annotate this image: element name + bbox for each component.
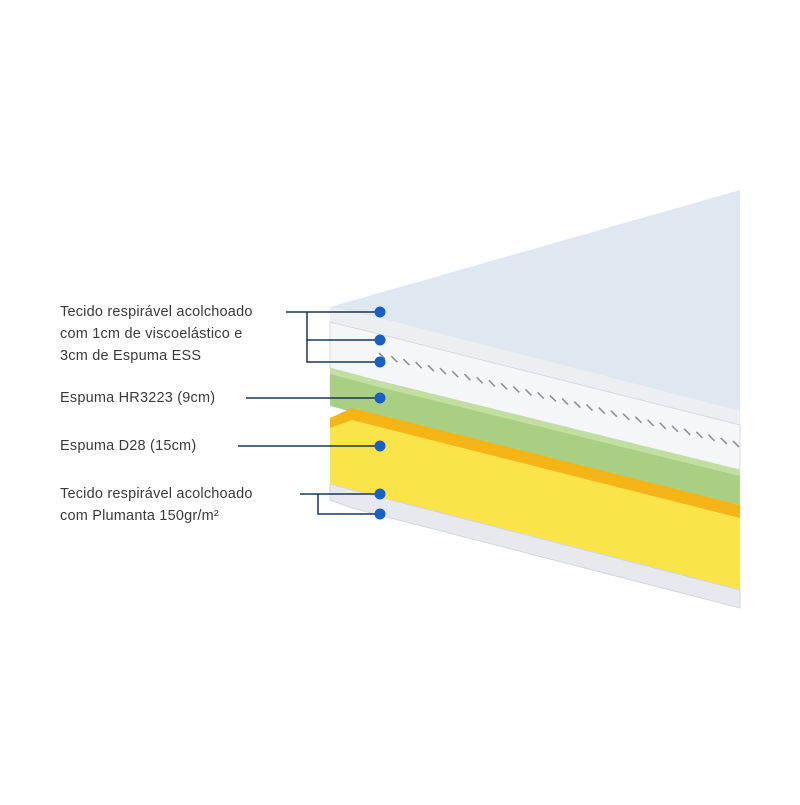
- stitch-mark: [463, 373, 472, 381]
- stitch-mark: [610, 410, 618, 418]
- top-fabric-side: [330, 307, 740, 425]
- label-d28-foam-text: Espuma D28 (15cm): [60, 438, 197, 454]
- stitch-mark: [427, 364, 435, 372]
- stitch-mark: [732, 440, 740, 448]
- stitch-mark: [500, 382, 508, 390]
- hr-foam-edge: [330, 368, 740, 476]
- stitch-mark: [646, 419, 655, 427]
- stitch-mark: [390, 355, 398, 363]
- stitch-mark: [451, 370, 459, 378]
- label-bottom-layer: Tecido respirável acolchoado com Plumant…: [60, 483, 253, 527]
- stitch-mark: [634, 416, 642, 424]
- leader-line-ess: [306, 340, 380, 363]
- stitch-mark: [561, 397, 569, 406]
- label-top-layer: Tecido respirável acolchoado com 1cm de …: [60, 301, 253, 367]
- top-fabric-face: [330, 190, 740, 411]
- stitch-mark: [402, 358, 410, 366]
- pointer-dot-plumanta: [374, 508, 386, 520]
- d28-foam-layer: [330, 420, 740, 590]
- stitch-mark: [378, 352, 386, 360]
- d28-foam-top-edge: [330, 408, 740, 520]
- stitch-mark: [622, 413, 630, 421]
- stitch-mark: [695, 431, 703, 439]
- stitch-mark: [683, 428, 691, 436]
- pointer-dot-bottom-fabric: [374, 488, 386, 500]
- stitch-mark: [524, 388, 533, 396]
- bottom-fabric-layer: [329, 483, 741, 609]
- quilt-stitching: [378, 352, 740, 448]
- pointer-dot-hr-foam: [374, 392, 386, 404]
- label-top-layer-line2: com 1cm de viscoelástico e: [60, 326, 243, 342]
- label-top-layer-line3: 3cm de Espuma ESS: [60, 348, 202, 364]
- pointer-dot-top-fabric: [374, 306, 386, 318]
- label-top-layer-line1: Tecido respirável acolchoado: [60, 304, 253, 320]
- stitch-mark: [573, 400, 581, 409]
- stitch-mark: [512, 385, 520, 393]
- stitch-mark: [598, 407, 606, 415]
- stitch-mark: [549, 394, 557, 403]
- label-bottom-layer-line2: com Plumanta 150gr/m²: [60, 508, 219, 524]
- hr-foam-layer: [330, 368, 740, 505]
- label-bottom-layer-line1: Tecido respirável acolchoado: [60, 486, 253, 502]
- stitch-mark: [671, 425, 679, 433]
- stitch-mark: [439, 367, 447, 375]
- leader-line-plumanta: [317, 494, 380, 515]
- pointer-dot-d28-foam: [374, 440, 386, 452]
- stitch-mark: [537, 391, 545, 400]
- pointer-dot-ess: [374, 356, 386, 368]
- stitch-mark: [476, 376, 484, 384]
- label-d28-foam: Espuma D28 (15cm): [60, 435, 196, 457]
- label-hr-foam-text: Espuma HR3223 (9cm): [60, 390, 216, 406]
- stitch-mark: [659, 422, 667, 430]
- stitch-mark: [720, 437, 728, 445]
- pointer-dot-viscoelastic: [374, 334, 386, 346]
- stitch-mark: [488, 379, 496, 387]
- stitch-mark: [415, 361, 423, 369]
- stitch-mark: [585, 404, 594, 412]
- stitch-mark: [708, 434, 716, 442]
- label-hr-foam: Espuma HR3223 (9cm): [60, 387, 215, 409]
